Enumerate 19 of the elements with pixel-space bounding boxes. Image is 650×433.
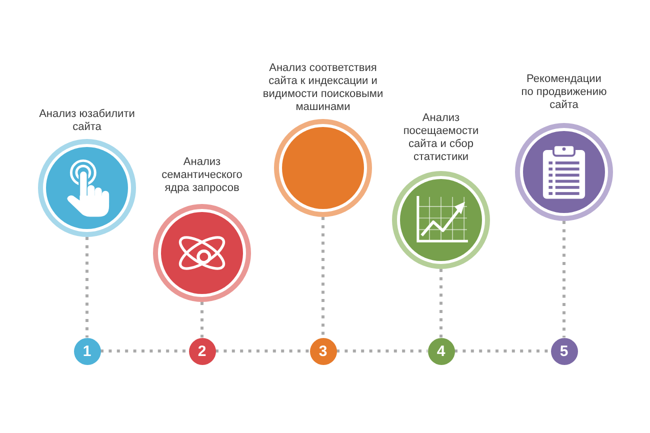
dotted-connector — [322, 217, 324, 338]
step-title: Анализ юзабилити сайта — [38, 108, 136, 134]
dotted-connector — [200, 302, 204, 338]
dotted-connector — [454, 350, 550, 352]
step-number: 3 — [310, 338, 336, 364]
step-number: 2 — [188, 338, 216, 364]
step-number: 5 — [550, 338, 578, 364]
step-title: Рекомендации по продвижению сайта — [520, 73, 608, 112]
step-number: 1 — [74, 338, 100, 364]
dotted-connector — [216, 350, 310, 352]
dotted-connector — [100, 350, 188, 352]
dotted-connector — [86, 237, 88, 338]
dotted-connector — [562, 221, 566, 338]
step-title: Анализ семантического ядра запросов — [160, 156, 244, 195]
step-title: Анализ соответствия сайта к индексации и видимости поисковыми машинами — [262, 62, 384, 114]
step-title: Анализ посещаемости сайта и сбор статистики — [402, 112, 480, 164]
dotted-connector — [336, 350, 428, 352]
dotted-connector — [440, 269, 442, 338]
step-number: 4 — [428, 338, 454, 364]
